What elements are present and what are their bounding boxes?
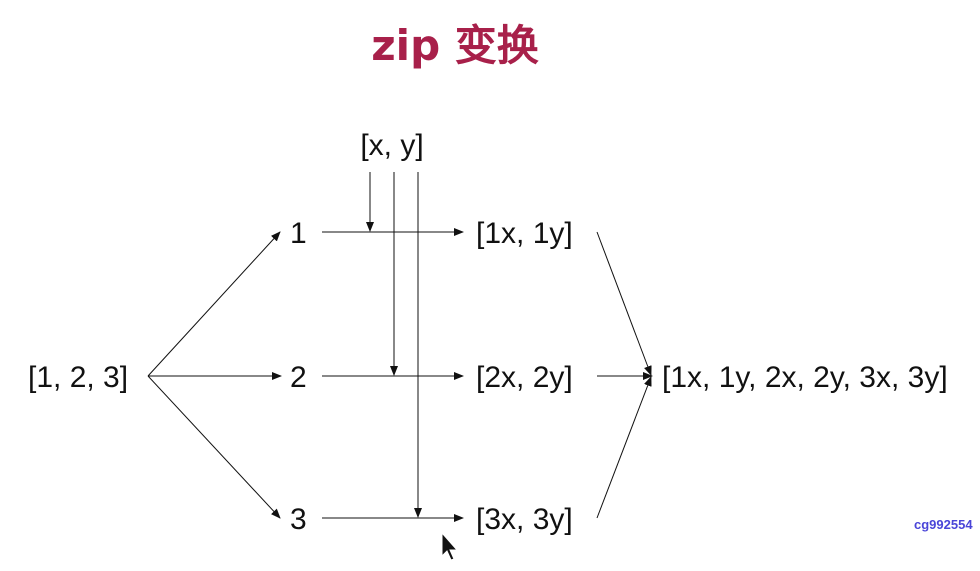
merge-arrow-3 [596,376,652,519]
split-arrow-1 [147,231,281,377]
watermark: cg992554 [914,517,973,532]
page-title: zip 变换 [371,21,539,70]
element-3: 3 [290,503,307,536]
element-2: 2 [290,361,307,394]
result-array: [1x, 1y, 2x, 2y, 3x, 3y] [662,361,948,394]
mouse-cursor-icon [441,531,459,561]
element-1: 1 [290,217,307,250]
pair-2: [2x, 2y] [476,361,573,394]
zip-source: [x, y] [360,129,423,162]
pair-1: [1x, 1y] [476,217,573,250]
split-arrow-3 [147,375,281,519]
merge-arrow-1 [596,231,652,376]
pair-3: [3x, 3y] [476,503,573,536]
source-array: [1, 2, 3] [28,361,128,394]
